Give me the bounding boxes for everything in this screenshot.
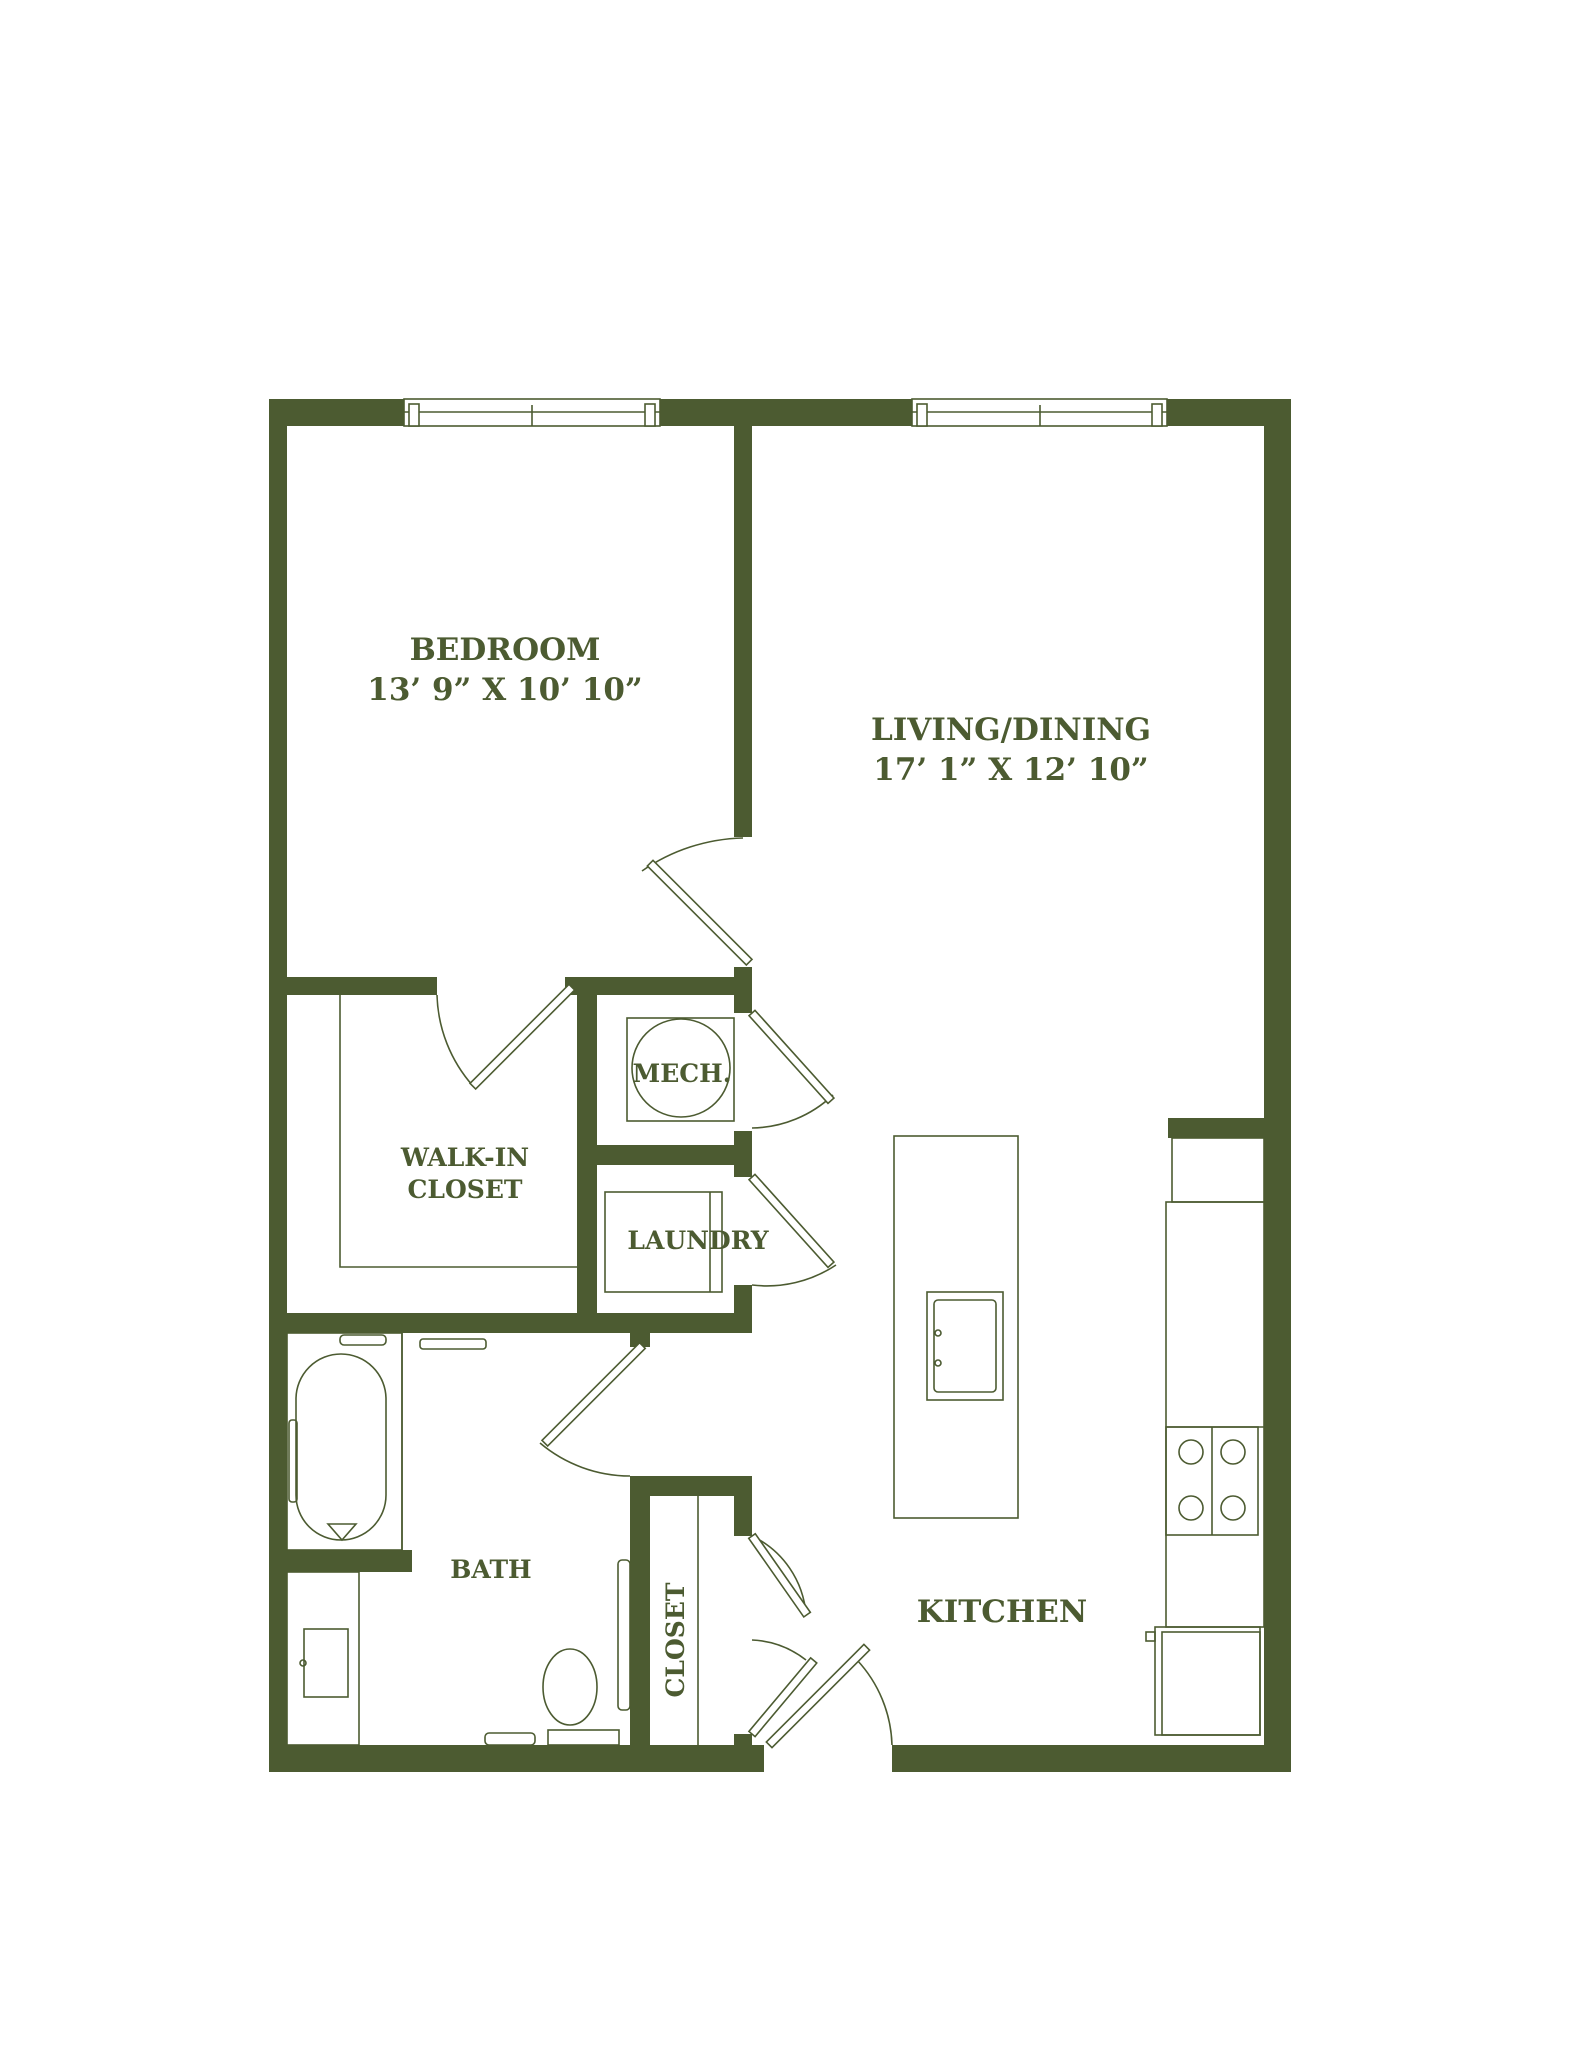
bedroom-label: BEDROOM [410, 632, 601, 668]
living-window [911, 398, 1168, 427]
mech-unit [626, 1017, 735, 1122]
bedroom-size: 13’ 9” X 10’ 10” [367, 672, 642, 708]
refrigerator [1145, 1626, 1261, 1736]
walk-in-closet-shelves [339, 995, 577, 1268]
bath-door [539, 1341, 647, 1477]
mech-label: MECH. [633, 1059, 732, 1088]
kitchen-label: KITCHEN [917, 1594, 1087, 1630]
walk-in-closet-label: WALK-IN [400, 1143, 529, 1172]
kitchen-island [893, 1135, 1019, 1519]
bathtub [286, 1332, 403, 1551]
living-dining-size: 17’ 1” X 12’ 10” [873, 752, 1148, 788]
range [1165, 1426, 1259, 1536]
bath-label: BATH [450, 1555, 531, 1584]
walk-in-closet-door [436, 983, 576, 1091]
entry-door [765, 1643, 893, 1749]
toilet [484, 1559, 631, 1746]
interior-walls [269, 426, 1264, 1772]
washer-dryer [604, 1191, 723, 1293]
bedroom-window [403, 398, 661, 427]
mech-door [747, 1009, 836, 1129]
closet-doors [747, 1532, 818, 1738]
closet-label: CLOSET [661, 1582, 690, 1697]
bedroom-door [641, 837, 754, 967]
exterior-walls [269, 399, 1291, 1772]
living-dining-label: LIVING/DINING [871, 712, 1151, 748]
laundry-door [747, 1173, 837, 1287]
towel-bar [419, 1338, 487, 1350]
laundry-label: LAUNDRY [627, 1226, 769, 1255]
kitchen-counter [1165, 1137, 1265, 1628]
walk-in-closet-label-line2: CLOSET [408, 1175, 523, 1204]
bath-vanity [286, 1571, 360, 1746]
